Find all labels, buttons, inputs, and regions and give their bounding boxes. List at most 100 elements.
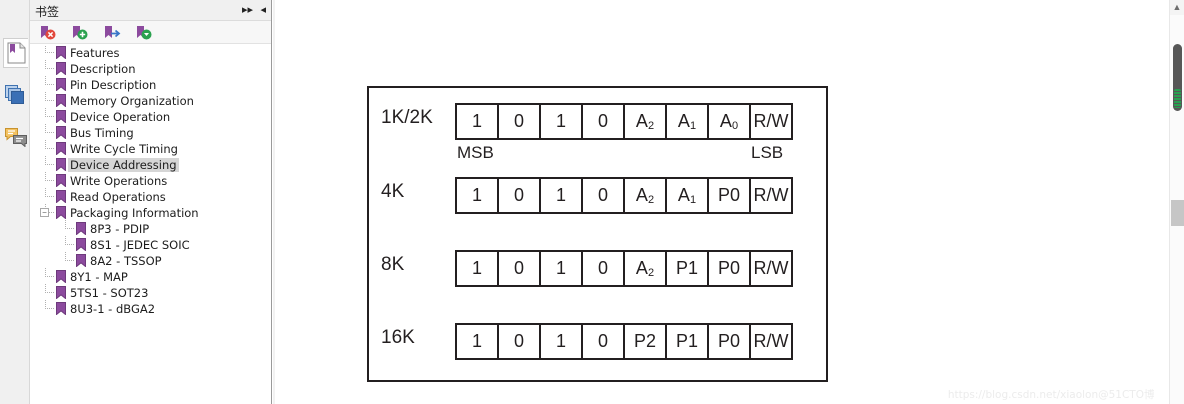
bookmark-icon xyxy=(76,222,86,236)
bit-cell: P0 xyxy=(707,323,751,360)
bookmark-delete-icon xyxy=(41,26,56,40)
bit-cell: 0 xyxy=(581,323,625,360)
bookmark-icon xyxy=(56,174,66,188)
document-right-margin xyxy=(1154,0,1169,404)
bookmark-item[interactable]: Memory Organization xyxy=(30,92,271,109)
bit-cell: P0 xyxy=(707,177,751,214)
bit-cell: 0 xyxy=(581,177,625,214)
bookmark-item-label: Write Operations xyxy=(70,174,168,188)
bookmark-item[interactable]: − Packaging Information xyxy=(30,204,271,221)
tree-guide xyxy=(65,220,74,229)
scroll-up-button[interactable]: ▲ xyxy=(1170,0,1184,15)
row-label: 16K xyxy=(381,327,415,348)
expand-panel-button[interactable]: ▸▸ xyxy=(241,4,253,16)
scrollbar-thumb[interactable] xyxy=(1173,44,1182,111)
bookmark-item[interactable]: 8A2 - TSSOP xyxy=(30,252,271,269)
bookmark-item-label: Features xyxy=(70,46,120,60)
tree-guide xyxy=(45,300,54,309)
tree-guide xyxy=(45,140,54,149)
bookmark-item[interactable]: Pin Description xyxy=(30,76,271,93)
bit-cell: R/W xyxy=(749,323,793,360)
bookmark-item[interactable]: 8Y1 - MAP xyxy=(30,268,271,285)
tree-guide xyxy=(45,124,54,133)
bookmark-item-label: 8A2 - TSSOP xyxy=(90,254,162,268)
goto-bookmark-button[interactable] xyxy=(103,25,121,41)
vertical-scrollbar[interactable]: ▲ xyxy=(1169,0,1184,404)
bookmark-item[interactable]: 8U3-1 - dBGA2 xyxy=(30,300,271,317)
tree-guide xyxy=(45,108,54,117)
bookmark-options-button[interactable] xyxy=(135,25,153,41)
bit-cell: P1 xyxy=(665,323,709,360)
panel-header: 书签 ▸▸ ◂ xyxy=(30,0,271,21)
bookmark-item[interactable]: Write Cycle Timing xyxy=(30,140,271,157)
bookmark-add-icon xyxy=(73,26,88,40)
bookmark-icon xyxy=(56,286,66,300)
comments-panel-icon[interactable] xyxy=(3,122,28,152)
bit-cell: 0 xyxy=(497,103,541,140)
bit-cell: 1 xyxy=(539,323,583,360)
bookmark-item[interactable]: Device Addressing xyxy=(30,156,271,173)
bookmark-item-label: 5TS1 - SOT23 xyxy=(70,286,149,300)
bookmark-item[interactable]: Read Operations xyxy=(30,188,271,205)
bookmark-toolbar xyxy=(30,21,271,44)
tree-guide xyxy=(45,92,54,101)
msb-label: MSB xyxy=(457,143,494,162)
bookmark-icon xyxy=(76,254,86,268)
bit-cell: 0 xyxy=(497,323,541,360)
bookmark-item[interactable]: Bus Timing xyxy=(30,124,271,141)
document-left-edge xyxy=(273,0,275,404)
tree-guide xyxy=(45,172,54,181)
bookmark-item-label: Bus Timing xyxy=(70,126,134,140)
bit-cell: P1 xyxy=(665,250,709,287)
bookmark-item[interactable]: Description xyxy=(30,60,271,77)
bookmark-goto-icon xyxy=(105,26,121,38)
bookmark-item[interactable]: 5TS1 - SOT23 xyxy=(30,284,271,301)
bookmark-item-label: Device Addressing xyxy=(68,158,179,172)
bookmark-item[interactable]: 8P3 - PDIP xyxy=(30,220,271,237)
collapse-panel-button[interactable]: ◂ xyxy=(260,4,266,16)
bit-cell: 1 xyxy=(455,177,499,214)
delete-bookmark-button[interactable] xyxy=(39,25,57,41)
navigation-rail xyxy=(0,0,30,404)
bit-cell: 0 xyxy=(581,103,625,140)
bookmark-item[interactable]: Device Operation xyxy=(30,108,271,125)
bookmark-icon xyxy=(56,142,66,156)
bookmark-icon xyxy=(56,62,66,76)
tree-guide xyxy=(45,284,54,293)
bookmark-item[interactable]: Features xyxy=(30,45,271,61)
bookmark-item-label: Packaging Information xyxy=(70,206,199,220)
bookmark-icon xyxy=(56,206,66,220)
panel-title: 书签 xyxy=(35,5,60,19)
bit-cell: R/W xyxy=(749,103,793,140)
lsb-label: LSB xyxy=(751,143,784,162)
bookmark-icon xyxy=(56,126,66,140)
bookmark-icon xyxy=(56,270,66,284)
tree-guide xyxy=(45,45,54,53)
bit-cell: 1 xyxy=(455,103,499,140)
bit-cell: P0 xyxy=(707,250,751,287)
bit-cell: 1 xyxy=(455,250,499,287)
bookmark-item[interactable]: 8S1 - JEDEC SOIC xyxy=(30,236,271,253)
bookmark-icon xyxy=(56,302,66,316)
bookmark-icon xyxy=(56,78,66,92)
pages-panel-icon[interactable] xyxy=(3,80,28,110)
bookmark-icon xyxy=(56,94,66,108)
bookmarks-panel-icon[interactable] xyxy=(3,38,28,68)
bit-cell: 0 xyxy=(497,177,541,214)
tree-guide xyxy=(45,268,54,277)
scrollbar-position-marker[interactable] xyxy=(1171,200,1184,226)
bookmark-item-label: 8S1 - JEDEC SOIC xyxy=(90,238,190,252)
expand-toggle[interactable]: − xyxy=(40,208,49,217)
bookmark-item-label: Read Operations xyxy=(70,190,166,204)
bookmark-item[interactable]: Write Operations xyxy=(30,172,271,189)
new-bookmark-button[interactable] xyxy=(71,25,89,41)
bookmark-item-label: Write Cycle Timing xyxy=(70,142,178,156)
